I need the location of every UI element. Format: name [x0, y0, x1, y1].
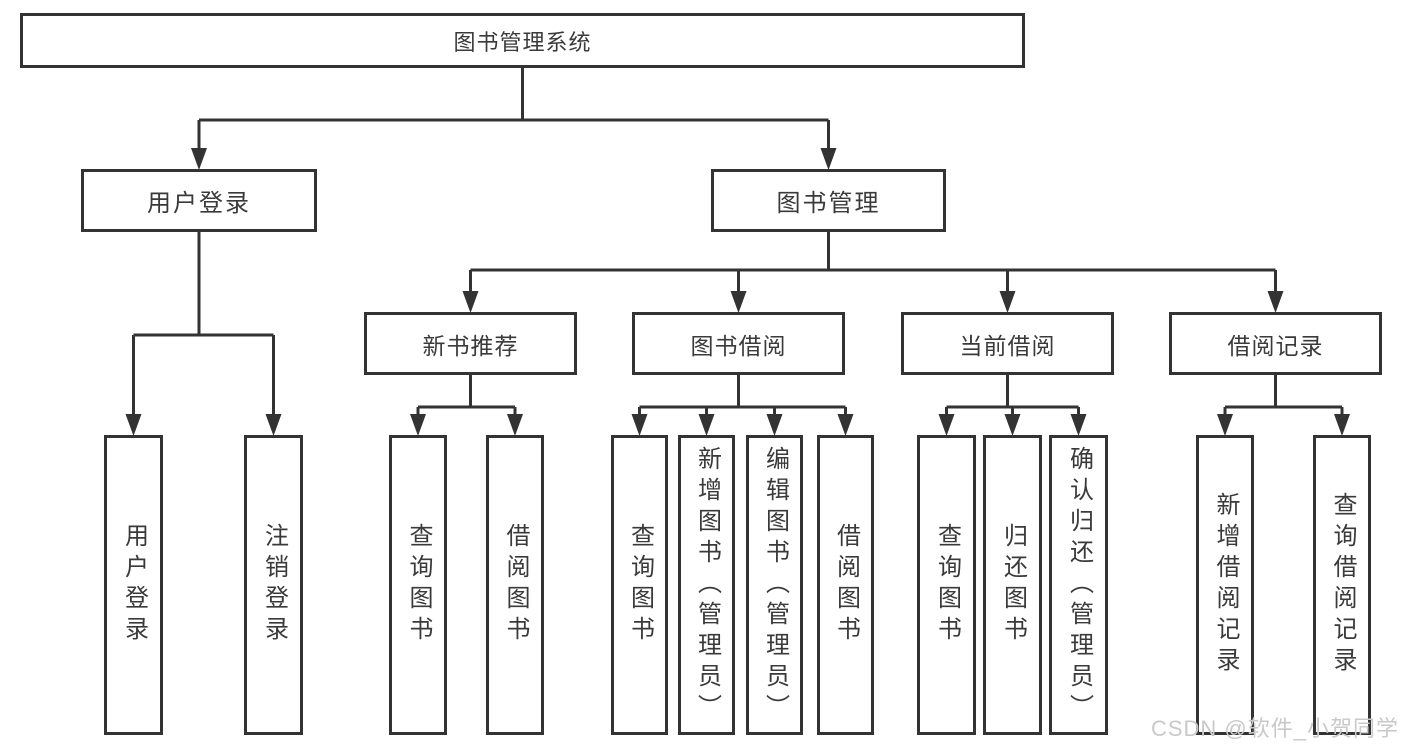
node-label: 借阅记录: [1227, 332, 1324, 359]
node-label: 新增借阅记录: [1212, 492, 1239, 678]
node-leaf-user-login: 用户登录: [104, 435, 163, 735]
node-label: 用户登录: [120, 523, 148, 647]
node-label: 新书推荐: [422, 332, 519, 359]
node-label: 查询图书: [405, 523, 432, 647]
node-leaf-add-book-admin: 新增图书（管理员）: [678, 435, 735, 735]
node-leaf-query-books-recommend: 查询图书: [389, 435, 447, 735]
node-leaf-query-borrow-record: 查询借阅记录: [1313, 435, 1371, 735]
node-label: 编辑图书（管理员）: [761, 445, 789, 725]
node-label: 注销登录: [260, 523, 288, 647]
node-label: 借阅图书: [832, 523, 860, 647]
node-borrow-records: 借阅记录: [1169, 312, 1382, 375]
node-root-library-system: 图书管理系统: [20, 13, 1025, 68]
node-leaf-confirm-return-admin: 确认归还（管理员）: [1049, 435, 1108, 735]
node-current-borrow: 当前借阅: [901, 312, 1114, 375]
node-leaf-query-books-current: 查询图书: [917, 435, 976, 735]
watermark: CSDN @软件_小贺同学: [1150, 716, 1399, 741]
connector-paths: [132, 68, 1344, 416]
node-label: 当前借阅: [959, 332, 1056, 359]
node-book-management: 图书管理: [711, 169, 946, 232]
node-book-borrow: 图书借阅: [632, 312, 845, 375]
node-label: 图书借阅: [690, 332, 787, 359]
node-label: 图书管理系统: [453, 29, 592, 55]
node-label: 新增图书（管理员）: [693, 445, 721, 725]
node-new-book-recommend: 新书推荐: [364, 312, 577, 375]
node-leaf-query-books-borrow: 查询图书: [611, 435, 668, 735]
node-leaf-add-borrow-record: 新增借阅记录: [1196, 435, 1254, 735]
node-leaf-logout: 注销登录: [244, 435, 303, 735]
arrowheads: [125, 148, 1350, 436]
node-label: 查询图书: [626, 523, 654, 647]
node-label: 确认归还（管理员）: [1065, 445, 1093, 725]
node-leaf-edit-book-admin: 编辑图书（管理员）: [746, 435, 803, 735]
node-user-login: 用户登录: [81, 169, 317, 232]
node-label: 查询图书: [933, 523, 961, 647]
node-label: 归还图书: [999, 523, 1027, 647]
node-label: 图书管理: [776, 190, 881, 217]
node-leaf-return-book: 归还图书: [983, 435, 1042, 735]
node-leaf-borrow-books-recommend: 借阅图书: [486, 435, 544, 735]
node-leaf-borrow-books: 借阅图书: [817, 435, 874, 735]
node-label: 用户登录: [147, 190, 251, 217]
node-label: 借阅图书: [502, 523, 529, 647]
node-label: 查询借阅记录: [1329, 492, 1356, 678]
